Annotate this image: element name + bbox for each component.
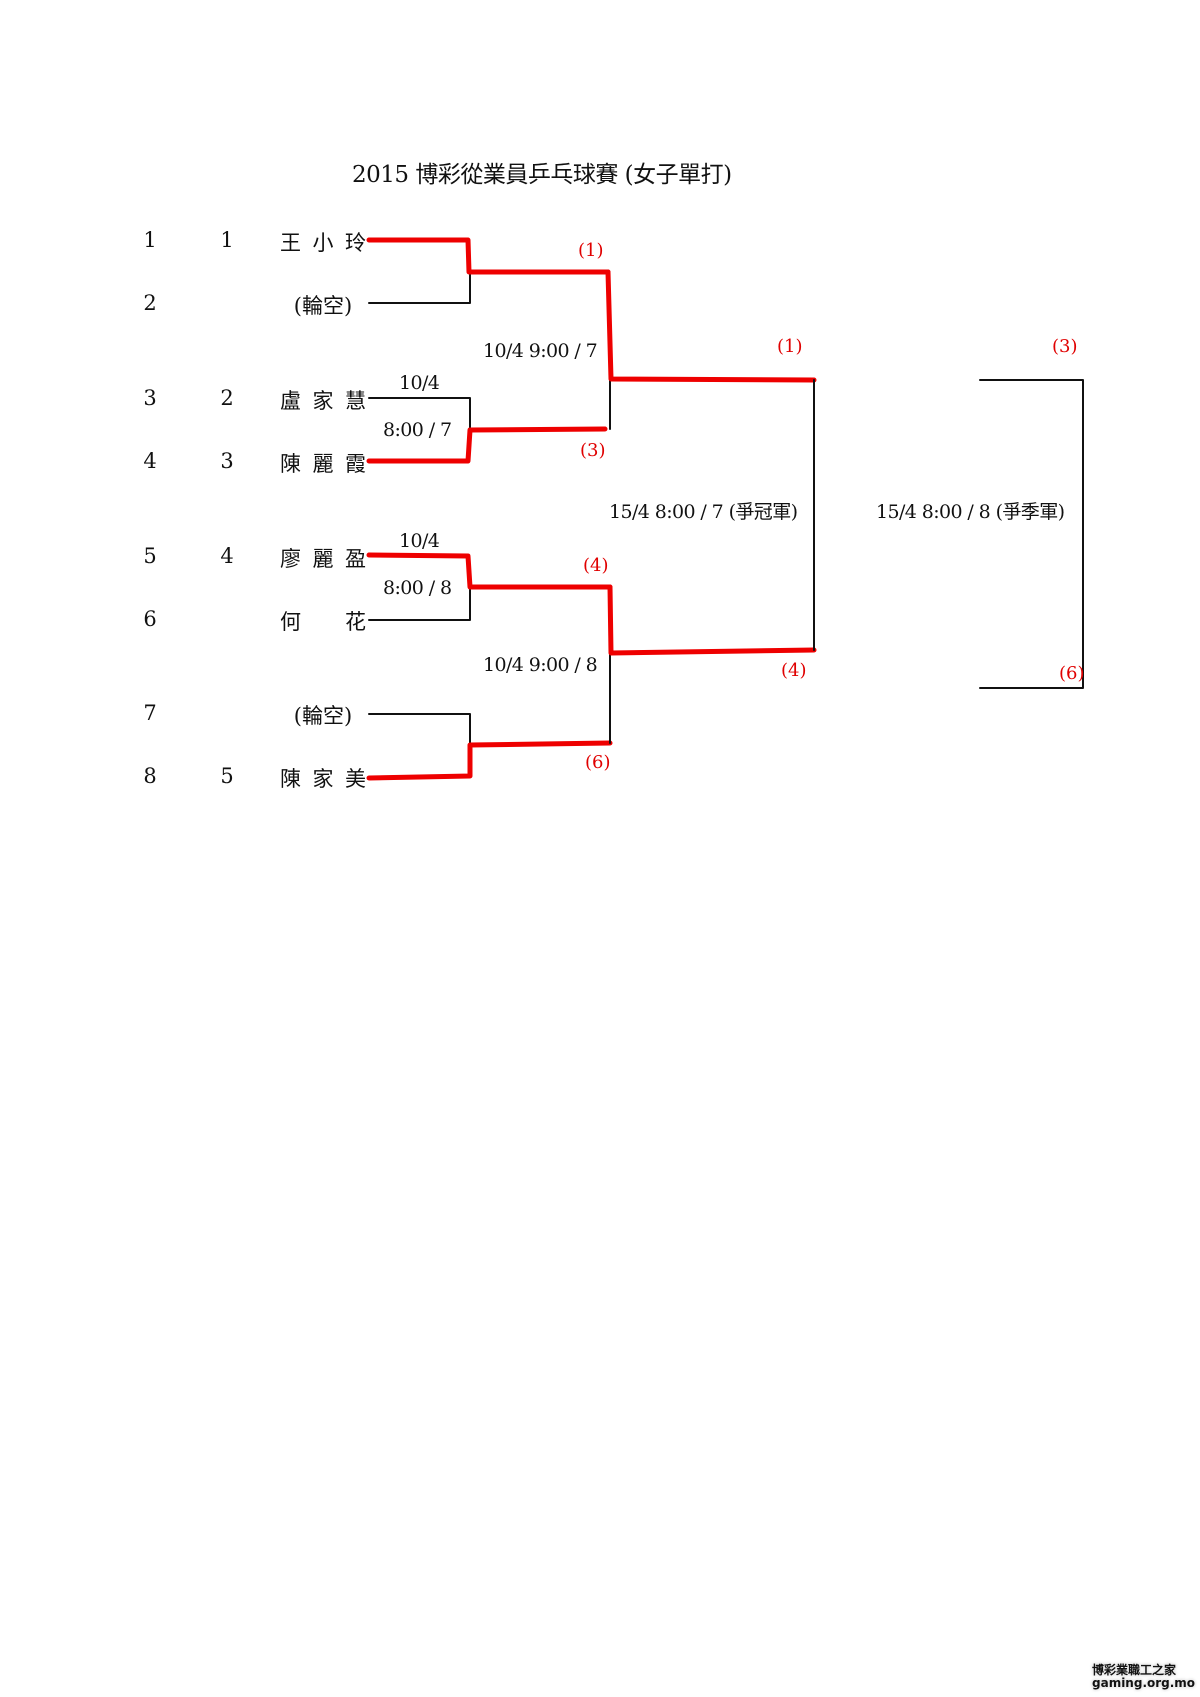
slot-number: 3 [143,386,157,410]
seed-number: 5 [220,764,234,788]
r2-lower-bottom-result: (6) [585,752,611,773]
player-name-bye: (輪空) [293,704,353,728]
r2-upper-winner-path [605,269,817,383]
third-place-top-result: (3) [1052,336,1078,357]
slot-number: 8 [143,764,157,788]
r1b-winner-path [366,426,608,464]
r1d-bye-line [368,713,471,746]
watermark: 博彩業職工之家 gaming.org.mo [1092,1664,1195,1690]
slot-number: 6 [143,607,157,631]
third-place-bottom-result: (6) [1059,663,1085,684]
final-schedule: 15/4 8:00 / 7 (爭冠軍) [609,501,798,523]
r1c-date: 10/4 [399,530,440,552]
watermark-line2: gaming.org.mo [1092,1676,1196,1690]
r2-lower-schedule: 10/4 9:00 / 8 [483,654,598,676]
r1b-loser-line [368,397,471,430]
slot-number: 4 [143,449,157,473]
watermark-line1: 博彩業職工之家 [1092,1663,1177,1677]
r2-upper-top-result: (1) [578,240,604,261]
player-name: 王小玲 [280,231,366,255]
player-name: 陳麗霞 [280,452,366,476]
r2-upper-bottom-result: (3) [580,440,606,461]
r2-lower-winner-path [607,584,817,656]
r1a-bye-line [368,271,471,304]
player-name: 陳家美 [280,767,366,791]
seed-number: 1 [220,228,234,252]
r1c-loser-line [368,586,471,621]
slot-number: 2 [143,291,157,315]
r1a-winner-path [366,237,611,275]
r1b-date: 10/4 [399,372,440,394]
third-place-schedule: 15/4 8:00 / 8 (爭季軍) [876,501,1065,523]
third-place-bracket-line [979,379,1084,689]
seed-number: 3 [220,449,234,473]
player-name-bye: (輪空) [293,294,353,318]
final-bottom-result: (4) [781,660,807,681]
r1b-time-table: 8:00 / 7 [383,419,452,441]
r1c-time-table: 8:00 / 8 [383,577,452,599]
player-name: 何 花 [280,610,366,634]
seed-number: 2 [220,386,234,410]
player-name: 盧家慧 [280,389,366,413]
r2-upper-schedule: 10/4 9:00 / 7 [483,340,598,362]
seed-number: 4 [220,544,234,568]
slot-number: 7 [143,701,157,725]
r1c-winner-path [366,552,613,590]
slot-number: 1 [143,228,157,252]
final-top-result: (1) [777,336,803,357]
page-title: 2015 博彩從業員乒乓球賽 (女子單打) [352,162,732,188]
r1d-winner-path [366,740,613,781]
r2-lower-top-result: (4) [583,555,609,576]
player-name: 廖麗盈 [280,547,366,571]
slot-number: 5 [143,544,157,568]
